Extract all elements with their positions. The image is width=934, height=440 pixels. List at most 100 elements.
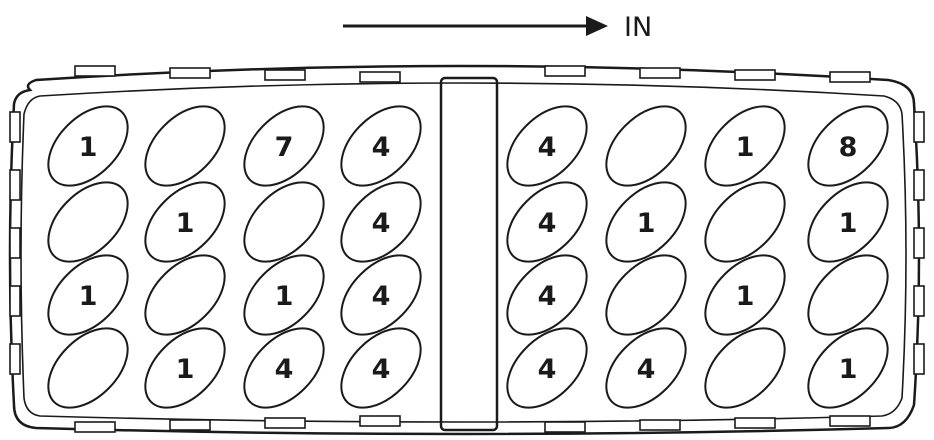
tray-cell: 4 — [506, 181, 588, 263]
tray-inner-rim — [20, 82, 907, 423]
rim-tab-right — [913, 227, 925, 259]
tray-cell: 4 — [340, 327, 422, 409]
tray-cell — [47, 181, 129, 263]
cell-label: 4 — [538, 132, 557, 163]
tray-cell: 1 — [704, 105, 786, 187]
tray-cell: 4 — [340, 181, 422, 263]
cell-ellipse — [144, 254, 226, 336]
cell-label: 1 — [176, 208, 195, 239]
tray-cell: 1 — [144, 327, 226, 409]
rim-tab-top — [74, 65, 116, 77]
rim-tab-top — [829, 71, 871, 83]
tray-cell: 4 — [340, 105, 422, 187]
cell-ellipse — [807, 105, 889, 187]
cell-label: 1 — [839, 208, 858, 239]
tray-cell: 4 — [506, 254, 588, 336]
rim-tab-top — [639, 67, 681, 79]
cell-ellipse — [340, 254, 422, 336]
rim-tab-bottom — [359, 415, 401, 427]
cell-label: 1 — [736, 132, 755, 163]
cell-ellipse — [506, 105, 588, 187]
tray-cell: 1 — [704, 254, 786, 336]
cell-ellipse — [704, 181, 786, 263]
tray-cell — [605, 105, 687, 187]
tray-cell: 1 — [243, 254, 325, 336]
cell-label: 8 — [839, 132, 858, 163]
tray-cell: 7 — [243, 105, 325, 187]
cell-ellipse — [605, 327, 687, 409]
cell-ellipse — [243, 181, 325, 263]
rim-tab-left — [9, 227, 21, 259]
cell-label: 4 — [275, 354, 294, 385]
tray-cell: 8 — [807, 105, 889, 187]
cell-label: 4 — [372, 132, 391, 163]
cell-ellipse — [704, 105, 786, 187]
cell-label: 1 — [176, 354, 195, 385]
tray-cell: 1 — [807, 327, 889, 409]
direction-arrow: IN — [343, 12, 652, 43]
tray-cell: 1 — [807, 181, 889, 263]
rim-tab-bottom — [734, 417, 776, 429]
tray-cell — [47, 327, 129, 409]
cell-label: 1 — [637, 208, 656, 239]
tray-cell — [243, 181, 325, 263]
cell-ellipse — [704, 327, 786, 409]
tray-cell: 4 — [243, 327, 325, 409]
cell-ellipse — [47, 254, 129, 336]
rim-tab-top — [734, 69, 776, 81]
cell-ellipse — [47, 327, 129, 409]
tray-cell — [605, 254, 687, 336]
tray-cell: 1 — [144, 181, 226, 263]
cell-ellipse — [340, 181, 422, 263]
tray-cell — [704, 181, 786, 263]
rim-tab-bottom — [264, 417, 306, 429]
tray-cell — [807, 254, 889, 336]
cell-label: 4 — [538, 354, 557, 385]
rim-tab-right — [913, 111, 925, 143]
cell-label: 1 — [839, 354, 858, 385]
cell-label: 7 — [275, 132, 294, 163]
rim-tabs — [9, 65, 925, 433]
rim-tab-left — [9, 111, 21, 143]
cell-ellipse — [605, 254, 687, 336]
direction-label: IN — [624, 12, 652, 43]
cell-ellipse — [144, 181, 226, 263]
rim-tab-top — [264, 69, 306, 81]
rim-tab-right — [913, 343, 925, 375]
rim-tab-right — [913, 285, 925, 317]
cell-ellipse — [807, 181, 889, 263]
tray-cell: 4 — [605, 327, 687, 409]
tray-cell — [704, 327, 786, 409]
cell-label: 1 — [79, 281, 98, 312]
rim-tab-left — [9, 343, 21, 375]
rim-tab-bottom — [639, 419, 681, 431]
rim-tab-top — [359, 71, 401, 83]
cell-ellipse — [506, 181, 588, 263]
cell-ellipse — [807, 327, 889, 409]
cell-ellipse — [506, 254, 588, 336]
cell-ellipse — [704, 254, 786, 336]
rim-tab-bottom — [544, 421, 586, 433]
cell-ellipse — [144, 105, 226, 187]
cell-ellipse — [243, 254, 325, 336]
cell-label: 1 — [736, 281, 755, 312]
tray-cell — [144, 105, 226, 187]
rim-tab-bottom — [74, 421, 116, 433]
rim-tab-top — [169, 67, 211, 79]
cell-ellipse — [605, 105, 687, 187]
tray-cell: 4 — [340, 254, 422, 336]
cell-label: 4 — [372, 208, 391, 239]
tray-cell: 1 — [47, 254, 129, 336]
center-divider — [439, 76, 499, 432]
cell-ellipse — [340, 105, 422, 187]
tray-cell: 1 — [605, 181, 687, 263]
tray-cell: 1 — [47, 105, 129, 187]
cell-ellipse — [340, 327, 422, 409]
tray-cell — [144, 254, 226, 336]
rim-tab-right — [913, 169, 925, 201]
rim-tab-bottom — [169, 419, 211, 431]
